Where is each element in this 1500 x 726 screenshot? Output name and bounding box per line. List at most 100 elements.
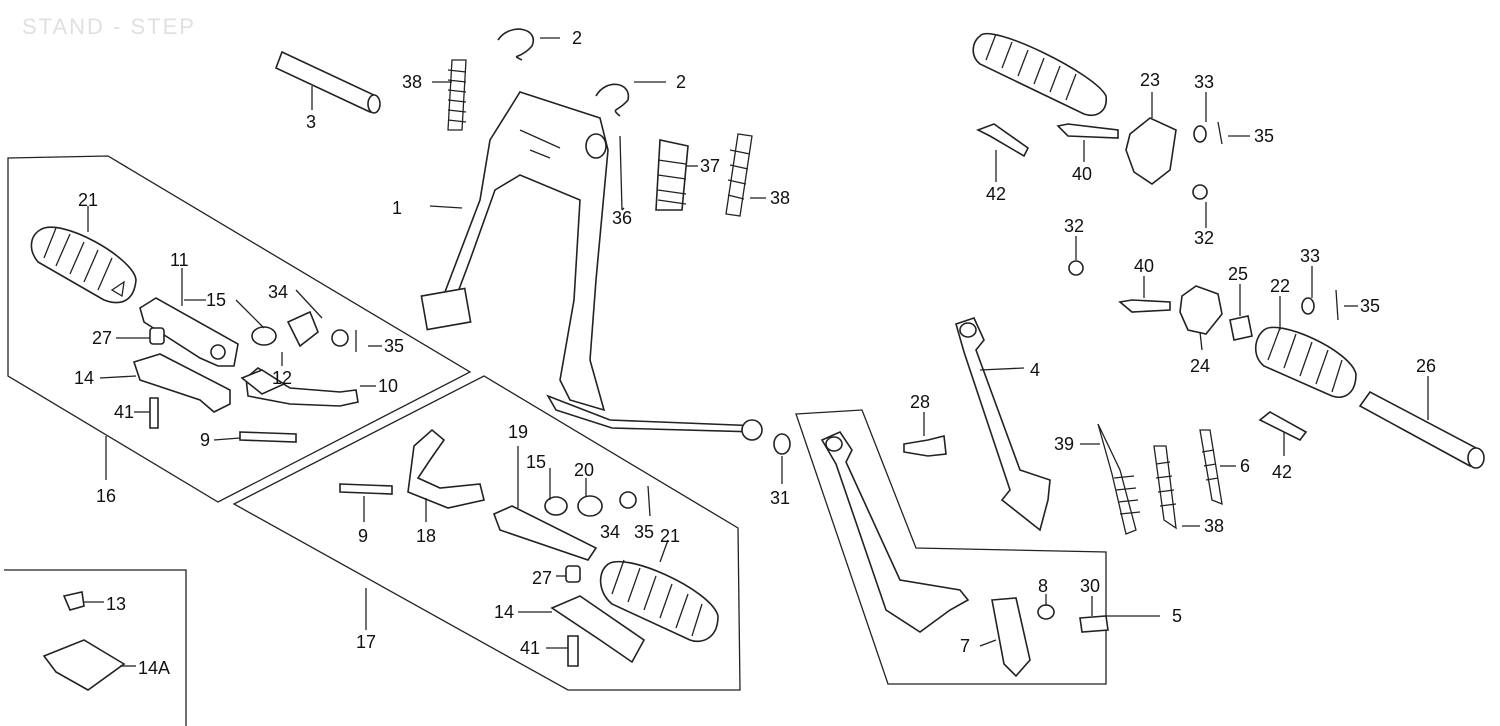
footpeg-rubber-right <box>599 559 719 643</box>
spring-39 <box>1097 423 1141 535</box>
holder-23 <box>1125 117 1177 185</box>
callout-23: 23 <box>1140 70 1160 90</box>
bracket-14-right <box>550 595 646 664</box>
callout-4: 4 <box>1030 360 1040 380</box>
callout-32-mid: 32 <box>1064 216 1084 236</box>
holder-20 <box>577 495 603 517</box>
stand-clip-top <box>497 28 535 61</box>
callout-10: 10 <box>378 376 398 396</box>
bolt-40-mid <box>1118 299 1171 313</box>
callout-13: 13 <box>106 594 126 614</box>
stand-clip-mid <box>595 83 630 117</box>
side-stand-4 <box>955 317 1051 532</box>
spring-6 <box>1199 429 1223 506</box>
rubber-22 <box>1254 326 1357 398</box>
bolt-9-right <box>339 483 393 495</box>
holder-18 <box>407 428 485 509</box>
washer-25 <box>1229 315 1253 341</box>
callout-16: 16 <box>96 486 116 506</box>
rubber-pillion-top <box>972 33 1107 116</box>
callout-38-stand: 38 <box>1204 516 1224 536</box>
callout-35-left: 35 <box>384 336 404 356</box>
bolt-41-right <box>567 635 579 667</box>
washer-31 <box>773 433 791 455</box>
footpeg-bracket-right <box>492 505 598 561</box>
group-17-box <box>232 375 741 691</box>
clip-13 <box>62 591 85 611</box>
bracket-14A <box>42 639 126 691</box>
callout-20: 20 <box>574 460 594 480</box>
callout-3: 3 <box>306 112 316 132</box>
callout-33-top: 33 <box>1194 72 1214 92</box>
callout-8: 8 <box>1038 576 1048 596</box>
inset-box <box>4 569 187 726</box>
washer-33-mid <box>1301 297 1315 315</box>
tube-26 <box>1358 390 1485 469</box>
group-5-box <box>795 409 1107 685</box>
callout-37: 37 <box>700 156 720 176</box>
callout-40-top: 40 <box>1072 164 1092 184</box>
spring-38-right <box>725 133 753 217</box>
callout-15-left: 15 <box>206 290 226 310</box>
callout-31: 31 <box>770 488 790 508</box>
spring-38-stand <box>1153 445 1177 530</box>
bolt-9-left <box>239 431 297 443</box>
bolt-41-left <box>149 397 159 429</box>
callout-6: 6 <box>1240 456 1250 476</box>
callout-38-left: 38 <box>402 72 422 92</box>
callout-25: 25 <box>1228 264 1248 284</box>
bolt-28 <box>903 435 947 457</box>
callout-18: 18 <box>416 526 436 546</box>
callout-42-top: 42 <box>986 184 1006 204</box>
callout-24: 24 <box>1190 356 1210 376</box>
callout-7: 7 <box>960 636 970 656</box>
bolt-40-top <box>1056 123 1119 139</box>
cap-27-left <box>149 327 165 345</box>
holder-12 <box>240 310 319 395</box>
washer-33-top <box>1193 125 1207 143</box>
pin-36 <box>619 135 623 211</box>
bolt-30 <box>1079 615 1109 633</box>
diagram-title: STAND - STEP <box>22 14 196 39</box>
cap-27-right <box>565 565 581 583</box>
callout-19: 19 <box>508 422 528 442</box>
holder-24 <box>1179 285 1223 335</box>
callout-40-mid: 40 <box>1134 256 1154 276</box>
pin-35-mid <box>1335 289 1339 321</box>
callout-34-right: 34 <box>600 522 620 542</box>
callout-5: 5 <box>1172 606 1182 626</box>
callout-34-left: 34 <box>268 282 288 302</box>
bracket-14-left <box>132 353 231 413</box>
callout-21-left: 21 <box>78 190 98 210</box>
callout-35-top: 35 <box>1254 126 1274 146</box>
callout-22: 22 <box>1270 276 1290 296</box>
callout-35-right: 35 <box>634 522 654 542</box>
washer-34-left <box>331 329 349 347</box>
callout-12: 12 <box>272 368 292 388</box>
callout-17: 17 <box>356 632 376 652</box>
callout-11: 11 <box>170 250 189 270</box>
callout-14-left: 14 <box>74 368 94 388</box>
callout-39: 39 <box>1054 434 1074 454</box>
callout-14A: 14A <box>138 658 170 678</box>
callout-1: 1 <box>392 198 402 218</box>
callout-9-right: 9 <box>358 526 368 546</box>
callout-27-right: 27 <box>532 568 552 588</box>
spring-38-left <box>447 59 467 131</box>
nut-32-mid <box>1068 260 1084 276</box>
callout-14-right: 14 <box>494 602 514 622</box>
callout-36: 36 <box>612 208 632 228</box>
pin-35-top <box>1217 121 1223 145</box>
side-stand-5 <box>820 430 970 633</box>
callout-32-top: 32 <box>1194 228 1214 248</box>
callout-42-mid: 42 <box>1272 462 1292 482</box>
group-16-box <box>7 155 472 503</box>
bolt-42-mid <box>1258 411 1308 442</box>
nut-32-top <box>1192 184 1208 200</box>
callout-26: 26 <box>1416 356 1436 376</box>
callout-15-right: 15 <box>526 452 546 472</box>
spring-37 <box>655 139 689 211</box>
nut-8 <box>1037 604 1055 620</box>
callout-30: 30 <box>1080 576 1100 596</box>
